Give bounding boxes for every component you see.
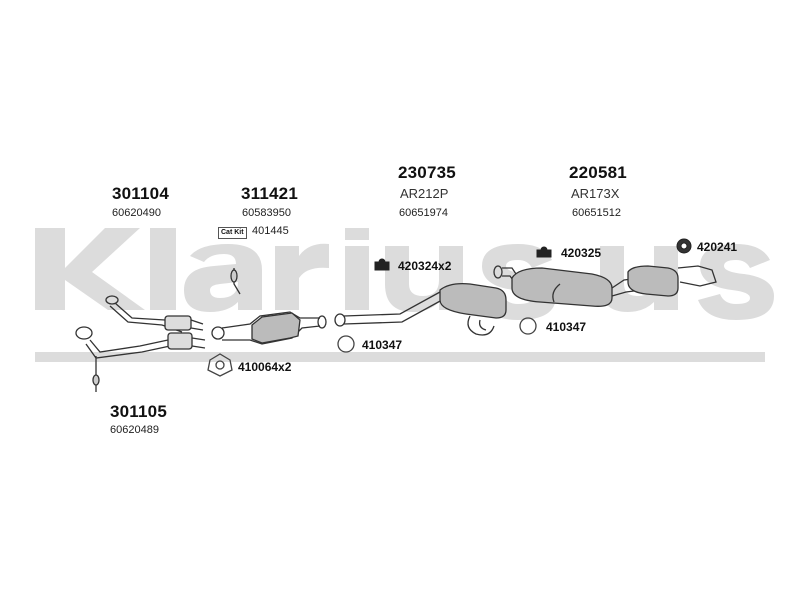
oe-number-301104: 60620490 (112, 207, 161, 219)
part-number-301104: 301104 (112, 184, 169, 203)
part-number-230735: 230735 (398, 163, 456, 182)
oe-number-311421: 60583950 (242, 207, 291, 219)
hanger-420241[interactable] (676, 238, 692, 254)
part-number-311421: 311421 (241, 184, 298, 203)
catalytic-converter-311421[interactable] (211, 268, 327, 345)
code-220581: AR173X (571, 186, 620, 201)
front-pipe-301105[interactable] (75, 326, 206, 392)
fitting-label-420324: 420324x2 (398, 259, 452, 273)
code-230735: AR212P (400, 186, 449, 201)
catkit-badge: Cat Kit (218, 227, 247, 239)
part-number-301105: 301105 (110, 402, 167, 421)
ring-410347a[interactable] (337, 335, 355, 353)
oe-number-230735: 60651974 (399, 207, 448, 219)
ring-410347b[interactable] (519, 317, 537, 335)
fitting-label-420325: 420325 (561, 246, 602, 260)
fitting-label-420241: 420241 (697, 240, 738, 254)
catkit-code: 401445 (252, 225, 289, 237)
part-number-220581: 220581 (569, 163, 627, 182)
fitting-label-410064: 410064x2 (238, 360, 292, 374)
intermediate-silencer-230735[interactable] (334, 282, 507, 336)
fitting-label-410347b: 410347 (546, 320, 587, 334)
hanger-420325[interactable] (536, 246, 552, 258)
oe-number-301105: 60620489 (110, 424, 159, 436)
oe-number-220581: 60651512 (572, 207, 621, 219)
front-pipe-301104[interactable] (105, 295, 204, 333)
gasket-410064[interactable] (207, 353, 233, 377)
hanger-420324[interactable] (374, 258, 390, 271)
rear-silencer-220581[interactable] (493, 265, 717, 307)
fitting-label-410347a: 410347 (362, 338, 403, 352)
